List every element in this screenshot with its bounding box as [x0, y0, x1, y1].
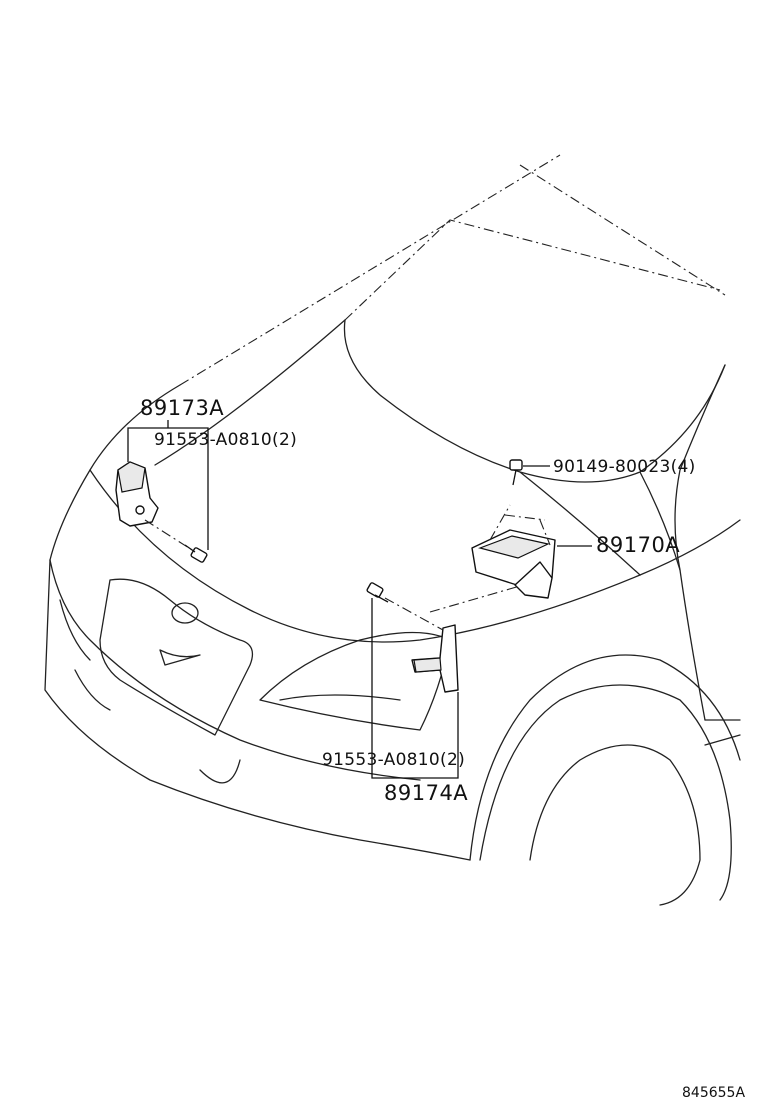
bumper-lower-curve	[199, 759, 241, 784]
ecu-89170a-guide-1	[489, 504, 511, 541]
bolt-91553-bottom-icon	[366, 582, 389, 603]
bumper-inner-line	[59, 599, 111, 711]
hood-crease	[154, 319, 346, 466]
grille-inner	[159, 649, 201, 666]
bumper-bottom	[44, 559, 471, 861]
label-90149: 90149-80023(4)	[553, 457, 696, 477]
windshield-top-line	[179, 154, 561, 386]
diagram-code: 845655A	[682, 1085, 745, 1101]
a-pillar	[674, 364, 726, 721]
car-body-outline	[44, 154, 741, 906]
tire-inner	[529, 744, 701, 906]
bolt-90149-icon	[509, 459, 523, 486]
sensor-89174a-guide	[384, 597, 444, 631]
sensor-89173a	[115, 461, 208, 563]
bolt-91553-top-icon	[184, 544, 208, 563]
label-89173a: 89173A	[140, 396, 224, 420]
ecu-89170a	[429, 459, 592, 613]
headlight	[259, 631, 451, 731]
ecu-89170a-guide-2	[539, 519, 551, 546]
sensor-89174a	[366, 582, 459, 693]
leader-89174a	[371, 598, 459, 779]
emblem	[171, 602, 199, 624]
windshield-upper-edge	[344, 219, 721, 321]
bumper-top	[49, 559, 421, 781]
label-89174a: 89174A	[384, 781, 468, 805]
fender-line	[639, 471, 681, 571]
label-91553-bottom: 91553-A0810(2)	[322, 750, 465, 770]
headlight-inner	[279, 694, 401, 701]
windshield-right-line	[519, 164, 726, 296]
label-89170a: 89170A	[596, 533, 680, 557]
side-body-line	[704, 719, 741, 746]
ecu-89170a-guide-4	[429, 585, 521, 613]
hood-lower-edge	[89, 469, 741, 643]
hood-right-crease	[519, 471, 641, 576]
sensor-89173a-housing	[117, 461, 146, 493]
sensor-89173a-hole	[135, 505, 145, 515]
label-91553-top: 91553-A0810(2)	[154, 430, 297, 450]
tire-outer	[479, 684, 732, 901]
wheel-arch	[469, 654, 741, 861]
sensor-89174a-arm	[413, 657, 442, 673]
ecu-89170a-guide-3	[504, 514, 546, 521]
grille	[99, 578, 254, 736]
leader-89173a	[127, 420, 209, 550]
ecu-89170a-top	[478, 535, 550, 559]
ecu-89170a-bracket	[514, 561, 553, 599]
